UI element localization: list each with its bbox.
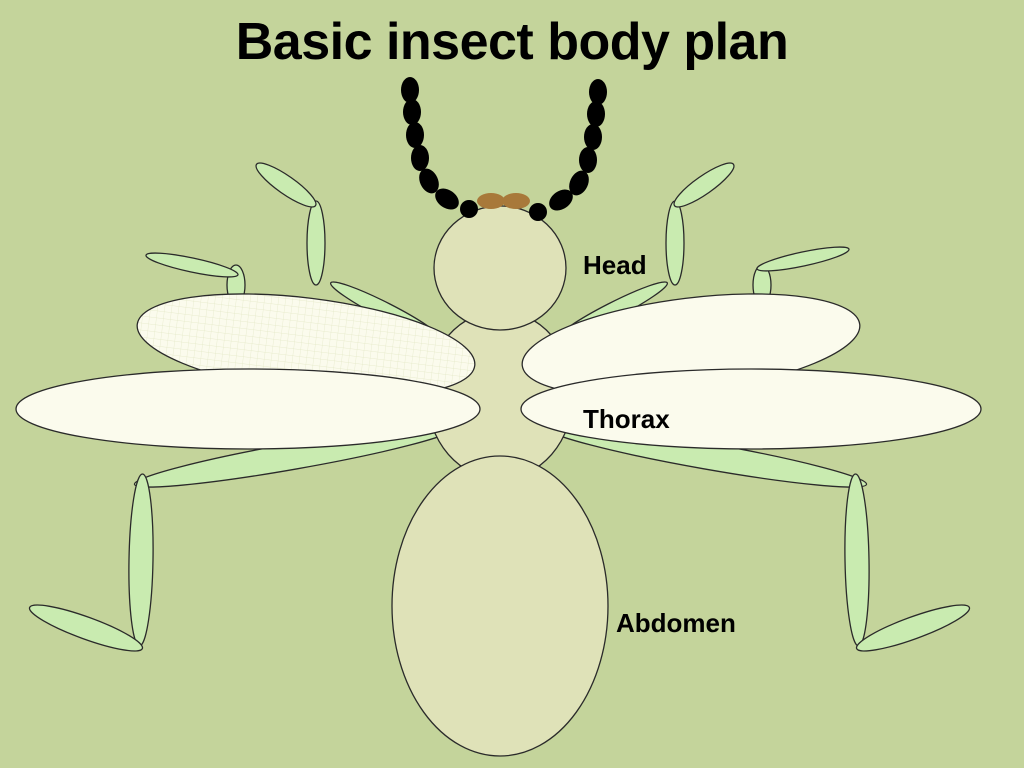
eyes [477,193,530,209]
thorax-label: Thorax [583,404,670,434]
abdomen-label: Abdomen [616,608,736,638]
right-hind-wing [520,368,982,450]
diagram-title: Basic insect body plan [235,13,789,71]
right-antenna [529,79,607,221]
head-label: Head [583,250,647,280]
head [433,205,567,331]
abdomen [391,455,609,757]
left-hind-wing [15,368,481,450]
left-antenna [401,77,478,218]
